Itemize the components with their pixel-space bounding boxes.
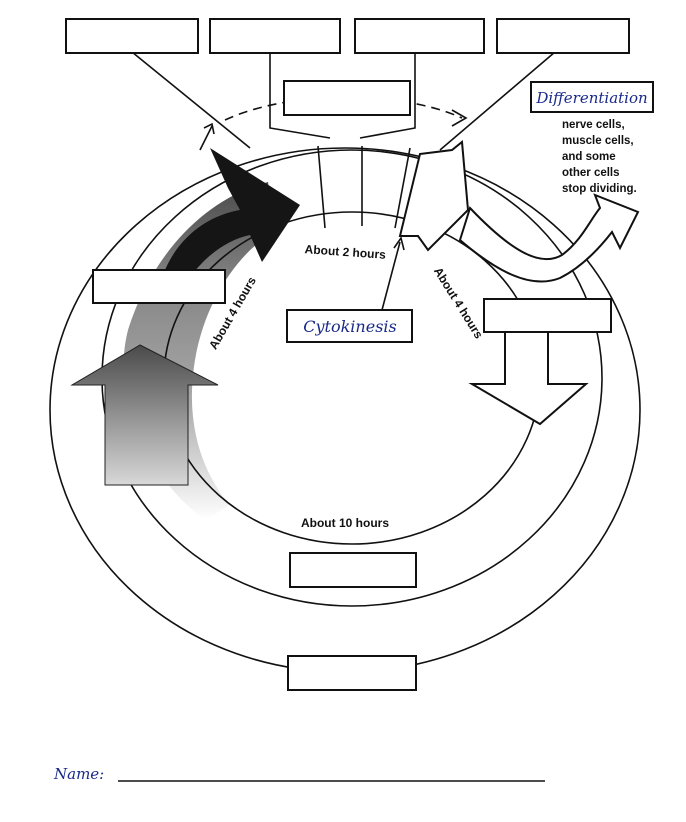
differentiation-label: Differentiation	[535, 89, 647, 107]
cytokinesis-label: Cytokinesis	[303, 317, 396, 336]
mitosis-segments	[317, 145, 411, 229]
duration-bottom: About 10 hours	[301, 516, 389, 530]
blank-label-box[interactable]	[209, 18, 341, 54]
differentiation-box[interactable]	[530, 81, 654, 113]
up-arrow-icon	[70, 344, 219, 486]
dashed-arc-head	[451, 109, 468, 127]
note-line: other cells	[562, 167, 620, 179]
differentiation-note: nerve cells, muscle cells, and some othe…	[562, 119, 637, 195]
exit-arrow-icon	[398, 140, 470, 252]
small-arrow	[199, 125, 213, 151]
note-line: stop dividing.	[562, 183, 637, 195]
small-arrow-head	[203, 122, 215, 135]
connector-lines	[131, 51, 556, 151]
blank-label-box[interactable]	[283, 80, 411, 116]
note-line: and some	[562, 151, 616, 163]
blank-label-box[interactable]	[354, 18, 485, 54]
blank-label-box[interactable]	[287, 655, 417, 691]
black-arrow-icon	[165, 148, 300, 285]
differentiation-arrow-icon	[458, 193, 640, 283]
cytokinesis-pointer	[381, 241, 401, 311]
cytokinesis-pointer-head	[393, 236, 405, 251]
duration-top: About 2 hours	[304, 242, 386, 262]
down-arrow-icon	[468, 329, 589, 426]
duration-right: About 4 hours	[431, 265, 486, 342]
blank-label-box[interactable]	[92, 269, 226, 304]
note-line: nerve cells,	[562, 119, 625, 131]
blank-label-box[interactable]	[65, 18, 199, 54]
blank-label-box[interactable]	[496, 18, 630, 54]
blank-label-box[interactable]	[289, 552, 417, 588]
note-line: muscle cells,	[562, 135, 634, 147]
name-label: Name:	[53, 765, 104, 783]
blank-label-box[interactable]	[483, 298, 612, 333]
cytokinesis-box[interactable]	[286, 309, 413, 343]
